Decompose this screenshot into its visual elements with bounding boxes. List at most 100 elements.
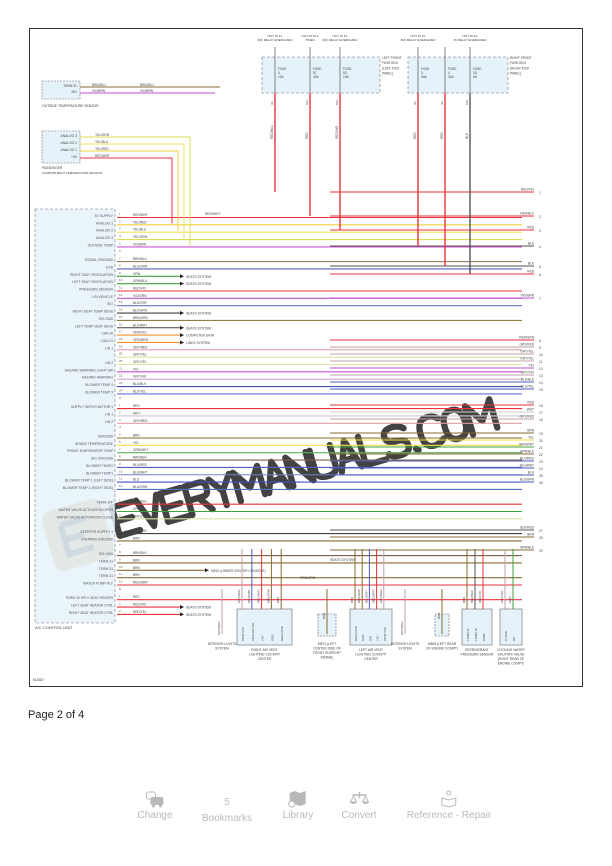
pin-number: 14 (119, 308, 123, 312)
wire-label: BLK (465, 132, 469, 139)
wire-label: BRN (462, 597, 466, 603)
scale-icon (341, 790, 376, 808)
pin-number: 8 (119, 263, 121, 267)
bottom-nav: Change 5 Bookmarks Library Convert Refer… (0, 790, 612, 830)
wire-label: RED/BLK (133, 500, 148, 504)
wire-label: RED/VIO (133, 287, 147, 291)
pin-label: RIGHT SEAT HEATER CTRL (69, 611, 113, 615)
passenger-sensor-box (41, 130, 81, 164)
pin-label: BLOWER TEMP1 (86, 471, 113, 475)
component-label: OF ENGINE COMPT) (426, 647, 458, 651)
pin-label: TERM 30F (97, 501, 113, 505)
fuse-pin: 57A (305, 100, 309, 105)
wire-label: RED (133, 595, 140, 599)
wire-label: BLU/YEL (521, 385, 534, 389)
pin-number: 14 (539, 381, 543, 385)
wire-label: RED/VIO (521, 188, 535, 192)
wire-label: BRN (133, 536, 140, 540)
component-label: (RIGHT REAR OF (498, 657, 525, 661)
component-label: INTERIOR LIGHTS (208, 642, 237, 646)
wire-label: RED/YEL (133, 610, 147, 614)
nav-change[interactable]: Change (137, 790, 173, 821)
pin-label: ANALOG 3 (96, 236, 113, 240)
pin-number: 3 (119, 513, 121, 517)
destination-label: SEATS SYSTEM (186, 312, 211, 316)
pin-number: 1 (119, 499, 121, 503)
wire-label: BRN (133, 434, 140, 438)
wire-label: VIO/GRN (133, 294, 147, 298)
wire-label: RED/WHT (257, 589, 261, 603)
wire-label: BRN/GRN (266, 589, 270, 603)
wire-label: BLU/GRN (520, 478, 535, 482)
wire-label: WHT (133, 411, 140, 415)
fuse-label: FUSE (448, 67, 457, 71)
pin-number: 4 (119, 521, 121, 525)
pin-number: 11 (119, 477, 122, 481)
wire-label: BRN/BLU (92, 83, 107, 87)
component-label: SYSTEM (215, 647, 229, 651)
fuse-box-label: FUSE BOX (510, 61, 527, 65)
pin-label: ANALOG 1 (96, 221, 113, 225)
nav-reference-repair[interactable]: Reference - Repair (407, 790, 491, 821)
wire-label: BRN (350, 597, 354, 603)
fuse-rating: 10A (278, 75, 285, 79)
pin-label: WATER VALVE ACTIVATION OPEN (59, 508, 114, 512)
fuse-number: 4 (448, 71, 450, 75)
nav-convert[interactable]: Convert (341, 790, 377, 821)
pin-number: 9 (119, 271, 121, 275)
pin-number: 20 (119, 352, 123, 356)
fuse-pin: 3A (270, 101, 274, 105)
wire-label: BLU/GRY (364, 590, 368, 603)
wire-label: BLK/RED (470, 589, 474, 603)
watermark-letter (440, 406, 470, 443)
fuse-rating: 30A (421, 75, 428, 79)
component-label: ENGINE COMPT) (498, 662, 525, 666)
pin-number: 9 (119, 557, 121, 561)
wire-label: GRY/VIO (133, 375, 147, 379)
wire-label: GRY/RED (237, 589, 241, 603)
pin-number: 23 (119, 381, 123, 385)
pin-label: LEFT TEMP SEAT SENS (75, 324, 114, 328)
wire-label: YEL/GRN (95, 133, 110, 137)
sensor-pin-label: ANALOG 3 (61, 134, 78, 138)
pin-number: 6 (119, 249, 121, 253)
pin-label: TERM 30 SPLY SEAT HEATER (65, 596, 113, 600)
wire-label: ORG/BRN (133, 338, 149, 342)
wire-label: RED (527, 401, 534, 405)
wire-label: VIO (529, 364, 535, 368)
fuse-feed-label: HOT AT ALL (301, 34, 318, 38)
page-indicator: Page 2 of 4 (28, 709, 85, 721)
fuse-box-label: RIGHT FRONT (510, 56, 532, 60)
passenger-sensor-label: PASSENGER (42, 166, 63, 170)
component-pin-label: NEGATIVE (354, 626, 358, 641)
pin-number: 5 (119, 241, 121, 245)
pin-number: 10 (539, 353, 543, 357)
pin-number: 2 (119, 506, 121, 510)
pin-label: HAZARD WARNING (82, 376, 114, 380)
pin-label: BLOWER TEMP 4 (85, 383, 113, 387)
pin-number: 7 (119, 256, 121, 260)
fuse-label: FUSE (313, 67, 322, 71)
fuse-box-label: (LEFT KICK (382, 66, 400, 70)
wire-label: GRY/YEL (520, 357, 534, 361)
fuse-number: 5 (278, 71, 280, 75)
pin-number: 17 (119, 330, 123, 334)
pin-number: 6 (119, 440, 121, 444)
component-pin-label: +5V (376, 636, 380, 641)
pin-number: 8 (539, 339, 541, 343)
component-label: RIGHT AIR VENT (251, 648, 277, 652)
fuse-feed-label: 30F RELAY ENERGIZED (401, 38, 437, 42)
pin-number: 19 (119, 344, 123, 348)
pin-number: 1 (119, 594, 121, 598)
fuse-feed-label: HOT IN KL (410, 34, 425, 38)
nav-bookmarks[interactable]: 5 Bookmarks (202, 790, 252, 824)
nav-library[interactable]: Library (283, 790, 313, 821)
wire-label: GRY/YEL (133, 360, 147, 364)
wire-label: BLU/BLK (133, 382, 147, 386)
wire-label: RED/WHT (372, 589, 376, 603)
wire-label: BLU/YEL (133, 389, 146, 393)
component-label: REFRIGERANT (465, 648, 489, 652)
destination-label: M510 (UNDER CENTER CONSOLE) (211, 569, 266, 573)
pin-number: 23 (539, 460, 543, 464)
